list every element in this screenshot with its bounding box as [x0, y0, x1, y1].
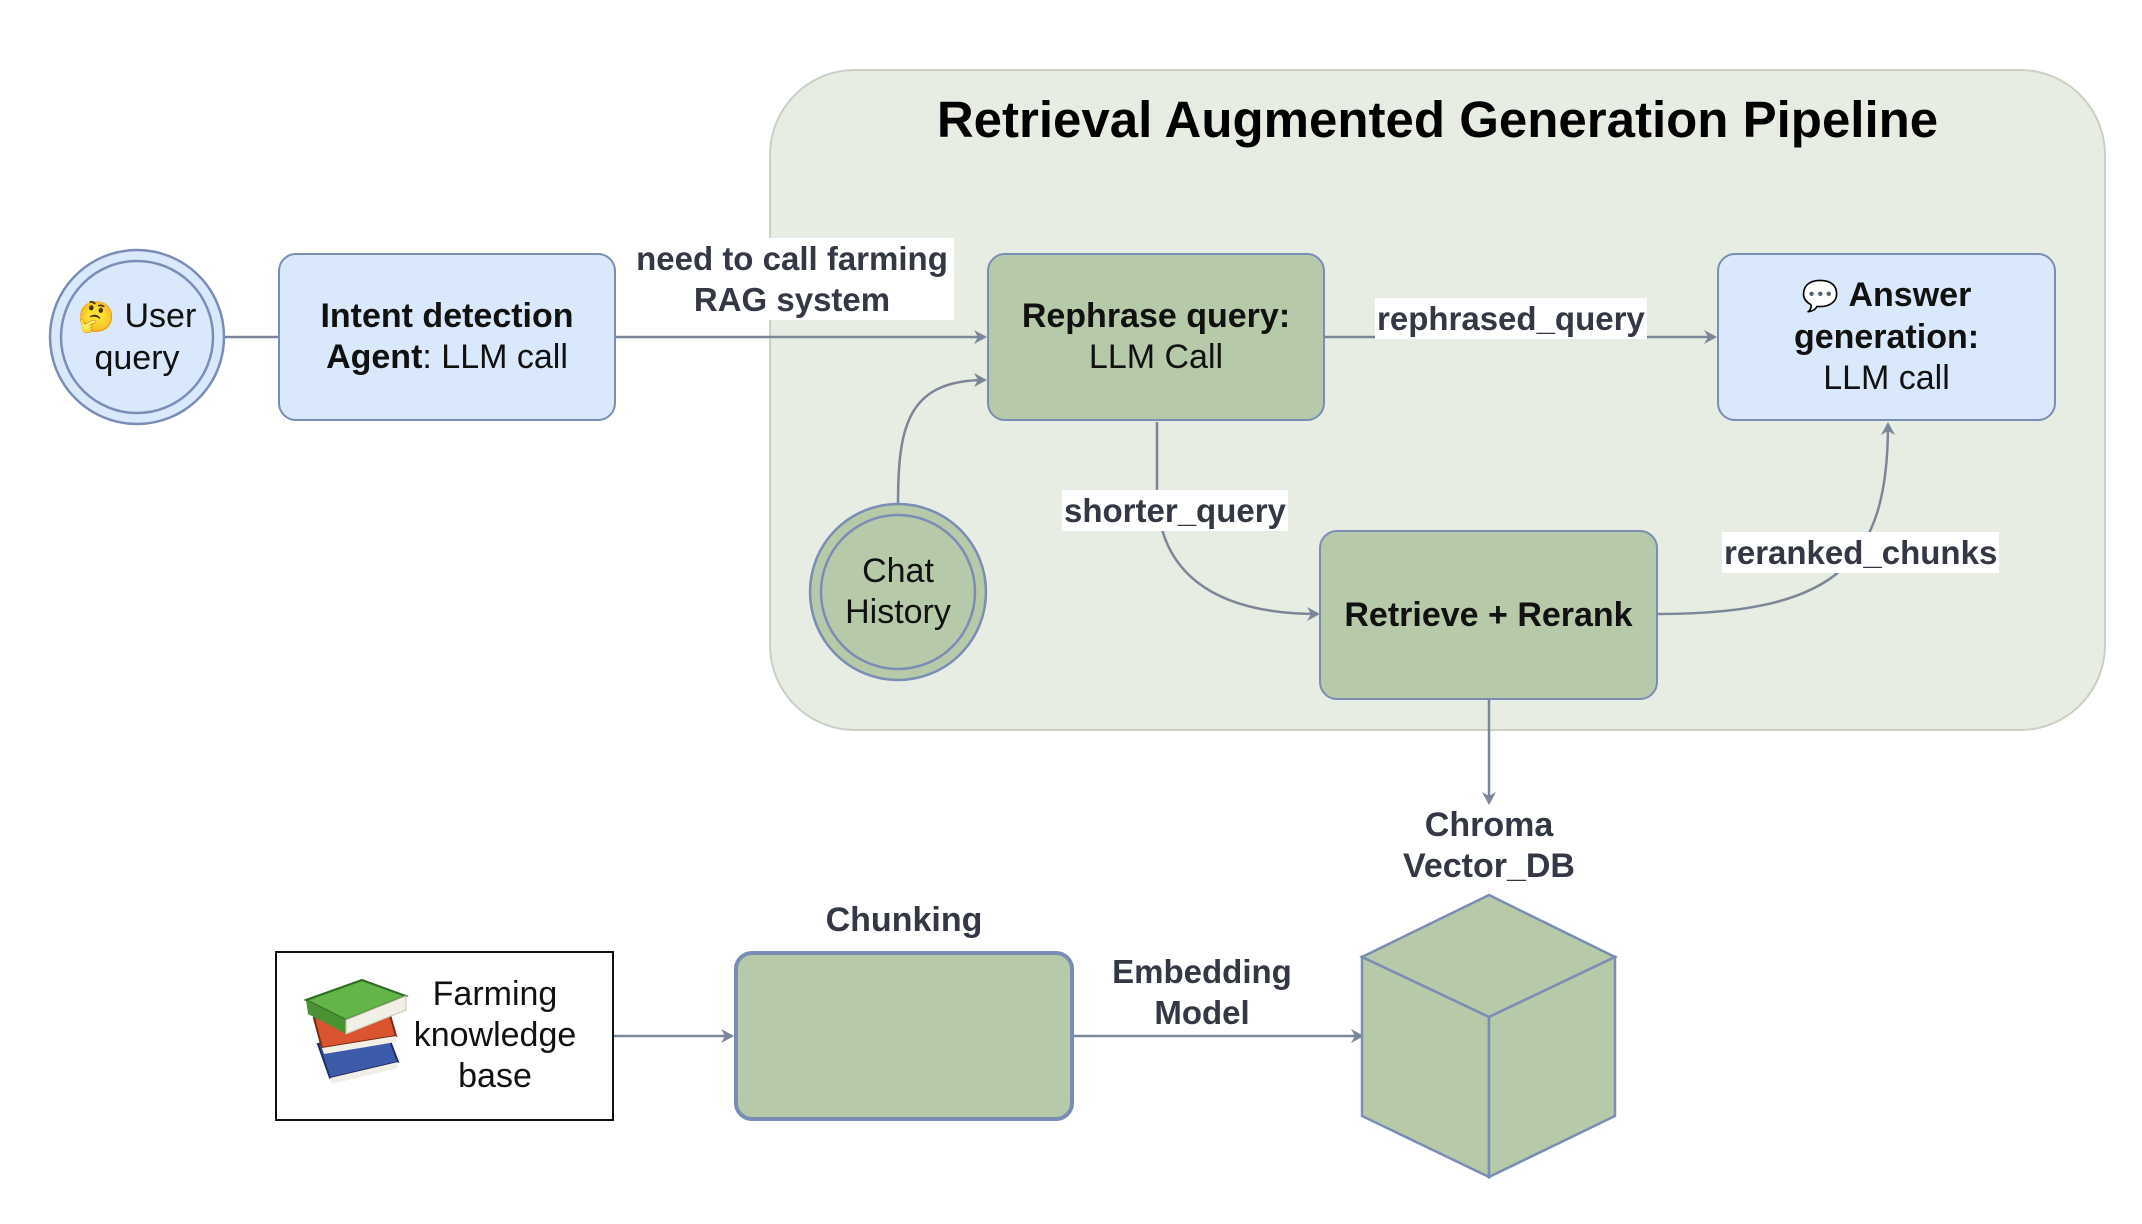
answer-line2: generation: — [1793, 318, 1980, 356]
chat-history-line2: History — [845, 593, 951, 631]
intent-llm-call: : LLM call — [422, 338, 568, 376]
chat-history-line1: Chat — [862, 552, 934, 590]
answer-generation-node[interactable]: 💬 Answer generation: LLM call — [1717, 253, 2056, 421]
speech-bubble-icon: 💬 — [1801, 280, 1840, 313]
retrieve-rerank-node[interactable]: Retrieve + Rerank — [1319, 530, 1658, 700]
chat-history-node[interactable]: Chat History — [821, 515, 975, 669]
edge-label-need-to-call-rag: need to call farming RAG system — [630, 238, 954, 320]
user-query-node[interactable]: 🤔 User query — [60, 260, 214, 414]
edge-label-shorter-query: shorter_query — [1062, 490, 1288, 531]
edge-label-reranked-chunks: reranked_chunks — [1722, 532, 2000, 573]
books-icon — [303, 978, 409, 1084]
vector-db-line2: Vector_DB — [1403, 847, 1575, 885]
chat-history-inner-circle — [819, 513, 977, 671]
farming-kb-line3: base — [458, 1057, 532, 1095]
farming-kb-line1: Farming — [432, 975, 558, 1013]
edge-label-need-line1: need to call farming — [636, 240, 948, 277]
intent-agent-word: Agent — [326, 338, 423, 376]
retrieve-rerank-label: Retrieve + Rerank — [1344, 595, 1633, 634]
intent-detection-line1: Intent detection — [320, 297, 574, 335]
user-query-inner-circle — [59, 259, 215, 415]
edge-label-rephrased-query: rephrased_query — [1375, 298, 1647, 339]
edge-chathistory-rephrase — [896, 373, 987, 508]
user-query-line2: query — [94, 338, 180, 377]
farming-kb-text: Farming knowledge base — [410, 974, 580, 1097]
edge-label-embedding-model: Embedding Model — [1100, 951, 1304, 1033]
edge-label-embedding-line1: Embedding — [1112, 953, 1292, 990]
rephrase-query-node[interactable]: Rephrase query: LLM Call — [987, 253, 1325, 421]
rephrase-query-line2: LLM Call — [1088, 338, 1224, 376]
vector-db-line1: Chroma — [1424, 806, 1554, 844]
chunking-label: Chunking — [825, 901, 983, 939]
answer-line3: LLM call — [1823, 359, 1950, 397]
intent-detection-node[interactable]: Intent detection Agent: LLM call — [278, 253, 616, 421]
edge-label-embedding-line2: Model — [1154, 994, 1250, 1031]
answer-line1: Answer — [1848, 276, 1972, 314]
user-query-line1: User — [124, 296, 197, 335]
farming-knowledge-base-node[interactable] — [275, 951, 614, 1121]
edge-label-need-line2: RAG system — [693, 281, 891, 318]
rephrase-query-line1: Rephrase query: — [1021, 297, 1291, 335]
rag-pipeline-title: Retrieval Augmented Generation Pipeline — [936, 91, 1939, 148]
chunking-node[interactable] — [734, 951, 1074, 1121]
thinking-face-icon: 🤔 — [77, 300, 116, 334]
vector-db-label: Chroma Vector_DB — [1369, 805, 1609, 887]
vector-db-cube — [1359, 893, 1618, 1179]
farming-kb-line2: knowledge — [413, 1016, 577, 1054]
